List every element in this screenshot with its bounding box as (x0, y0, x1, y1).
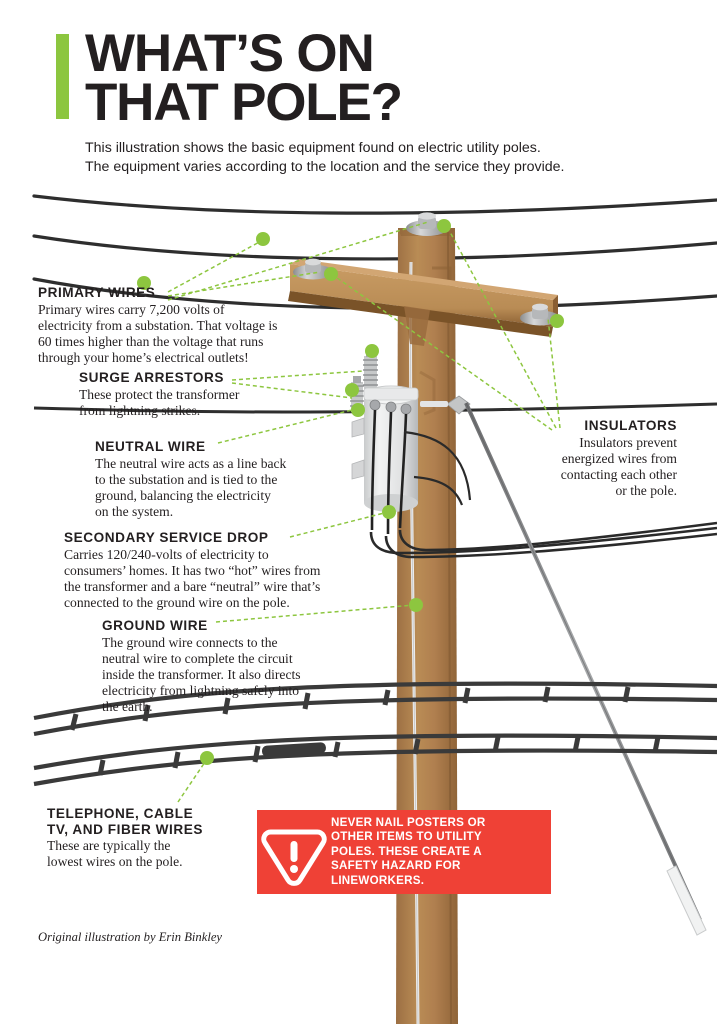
callout-neutral-wire: NEUTRAL WIRE The neutral wire acts as a … (95, 439, 360, 520)
callout-heading: PRIMARY WIRES (38, 285, 156, 300)
marker-primary-wire-1 (256, 232, 270, 246)
callout-body: Primary wires carry 7,200 volts of elect… (38, 301, 278, 366)
neutral-insulator-knob (420, 395, 471, 415)
marker-insulator-top (437, 219, 451, 233)
utility-pole (396, 228, 458, 1024)
marker-primary-wire-2 (137, 276, 151, 290)
marker-insulator-left (324, 267, 338, 281)
transformer (351, 385, 419, 535)
marker-secondary-drop (382, 505, 396, 519)
primary-wire-group (32, 194, 717, 311)
callout-primary-wires: PRIMARY WIRES Primary wires carry 7,200 … (38, 285, 338, 366)
page-header: WHAT’S ON THAT POLE? This illustration s… (56, 24, 676, 178)
callout-secondary-service-drop: SECONDARY SERVICE DROP Carries 120/240-v… (64, 530, 374, 611)
illustration-credit: Original illustration by Erin Binkley (38, 930, 222, 944)
neutral-wire (33, 402, 717, 414)
callout-heading: NEUTRAL WIRE (95, 439, 206, 454)
callout-heading: SURGE ARRESTORS (79, 370, 224, 385)
surge-arrestor-upper (363, 350, 378, 389)
insulator-left (293, 258, 333, 280)
callout-body: These are typically the lowest wires on … (47, 838, 183, 870)
page-subtitle: This illustration shows the basic equipm… (85, 139, 565, 176)
guy-wire (464, 402, 707, 936)
marker-ground-wire (409, 598, 423, 612)
leader-line-group (167, 221, 561, 803)
callout-heading: INSULATORS (584, 418, 677, 433)
secondary-service-drop (369, 521, 717, 559)
callout-heading: TELEPHONE, CABLE TV, AND FIBER WIRES (47, 806, 203, 837)
accent-bar (56, 34, 69, 119)
callout-ground-wire: GROUND WIRE The ground wire connects to … (102, 618, 377, 715)
callout-surge-arrestors: SURGE ARRESTORS These protect the transf… (79, 370, 349, 419)
callout-body: The neutral wire acts as a line back to … (95, 455, 287, 520)
warning-banner: NEVER NAIL POSTERS OR OTHER ITEMS TO UTI… (257, 810, 551, 894)
marker-dot-group (137, 219, 564, 765)
callout-body: Insulators prevent energized wires from … (560, 434, 677, 499)
transformer-ground-lead (403, 430, 472, 501)
warning-triangle-icon (257, 810, 331, 894)
callout-insulators: INSULATORS Insulators prevent energized … (492, 418, 677, 499)
marker-insulator-right (550, 314, 564, 328)
telecom-wire-group (33, 681, 717, 787)
page-title: WHAT’S ON THAT POLE? (85, 24, 403, 132)
marker-surge-upper (365, 344, 379, 358)
marker-telecom (200, 751, 214, 765)
callout-body: Carries 120/240-volts of electricity to … (64, 546, 321, 611)
marker-neutral-wire (351, 403, 365, 417)
callout-body: The ground wire connects to the neutral … (102, 634, 301, 715)
marker-surge-lower (345, 383, 359, 397)
insulator-right (520, 303, 560, 326)
callout-telephone-cable-fiber: TELEPHONE, CABLE TV, AND FIBER WIRES The… (47, 806, 272, 871)
crossarm (288, 259, 558, 346)
callout-heading: GROUND WIRE (102, 618, 208, 633)
callout-body: These protect the transformer from light… (79, 386, 240, 418)
callout-heading: SECONDARY SERVICE DROP (64, 530, 269, 545)
warning-text: NEVER NAIL POSTERS OR OTHER ITEMS TO UTI… (331, 815, 486, 887)
